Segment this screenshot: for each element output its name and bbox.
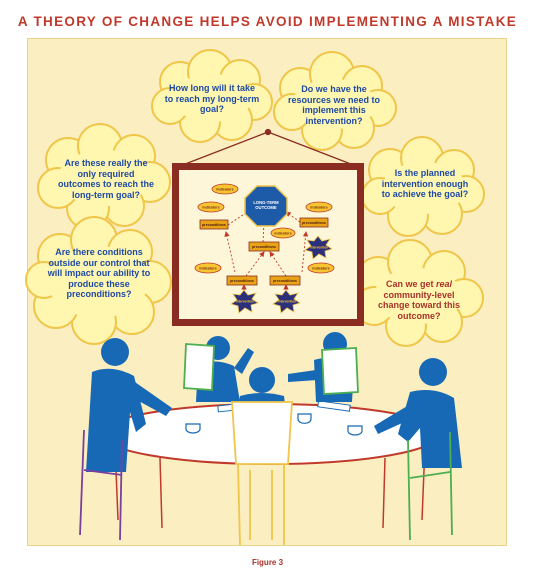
intervention-label: intervention — [236, 300, 254, 304]
precondition-label: preconditions — [252, 245, 276, 249]
chair-right — [407, 431, 453, 541]
chair-left — [79, 429, 123, 541]
chair-front-center — [231, 401, 293, 546]
person-left-front — [86, 338, 172, 472]
thought-cloud-right-lower — [354, 239, 484, 347]
thought-cloud-left-upper — [37, 123, 171, 230]
precondition-node — [226, 275, 258, 286]
figure-caption: Figure 3 — [251, 558, 284, 567]
precondition-node — [199, 219, 229, 230]
thought-cloud-left-lower — [25, 216, 172, 345]
indicator-node — [197, 201, 225, 213]
precondition-node — [248, 241, 280, 252]
intervention-node — [304, 235, 333, 260]
question-community-change: Can we get real community-level change t… — [377, 279, 460, 321]
indicator-node — [307, 262, 335, 274]
indicator-label: indicators — [274, 231, 291, 235]
chair-back-left — [183, 343, 215, 391]
indicator-label: indicators — [312, 266, 329, 270]
thought-cloud-right-middle — [361, 136, 485, 237]
question-intervention-enough: Is the planned intervention enough to ac… — [381, 168, 469, 199]
indicator-label: indicators — [202, 205, 219, 209]
thought-cloud-top-center — [151, 49, 273, 143]
figure-title: A THEORY OF CHANGE HELPS AVOID IMPLEMENT… — [17, 14, 518, 29]
question-timeframe: How long will it take to reach my long-t… — [164, 83, 260, 114]
intervention-label: intervention — [278, 300, 296, 304]
indicator-node — [211, 183, 239, 195]
precondition-label: preconditions — [202, 223, 226, 227]
indicator-label: indicators — [310, 205, 327, 209]
frame-hanger — [179, 128, 357, 167]
indicator-label: indicators — [199, 266, 216, 270]
chair-back-right — [321, 347, 359, 395]
indicator-label: indicators — [216, 187, 233, 191]
precondition-label: preconditions — [273, 279, 297, 283]
person-right-front — [374, 358, 462, 468]
intervention-node — [230, 289, 259, 314]
precondition-node — [269, 275, 301, 286]
indicator-node — [194, 262, 222, 274]
intervention-node — [272, 289, 301, 314]
question-required-outcomes: Are these really the only required outco… — [57, 158, 155, 200]
question-resources: Do we have the resources we need to impl… — [287, 84, 381, 126]
precondition-label: preconditions — [230, 279, 254, 283]
question-outside-conditions: Are there conditions outside our control… — [47, 247, 151, 299]
indicator-node — [305, 201, 333, 213]
thought-cloud-top-right — [273, 51, 397, 151]
precondition-label: preconditions — [302, 221, 326, 225]
indicator-node — [270, 227, 296, 239]
intervention-label: intervention — [310, 246, 328, 250]
precondition-node — [299, 217, 329, 228]
